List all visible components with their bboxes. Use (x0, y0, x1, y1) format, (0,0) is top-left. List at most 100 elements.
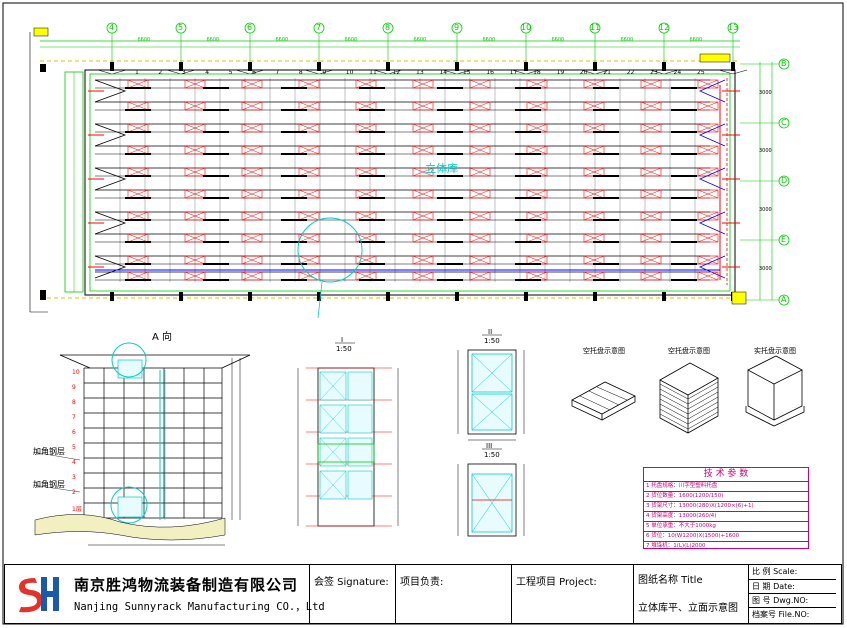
grid-col-label: 13 (728, 23, 739, 32)
rack-module-x (412, 167, 434, 177)
column-post (662, 62, 666, 71)
rack-module (412, 189, 434, 199)
rack-module-x (241, 167, 263, 177)
spec-row: 1 托盘规格：川字型塑料托盘 (646, 483, 718, 489)
rack-module (241, 101, 263, 111)
rack-module-x (697, 233, 719, 243)
bay-number: 5 (228, 69, 233, 76)
pallet-layer (659, 396, 719, 415)
rack-module-x (526, 255, 548, 265)
rack-module-x (241, 79, 263, 89)
rack-module-x (583, 79, 605, 89)
company-logo (19, 577, 59, 613)
rack-module-x (355, 123, 377, 133)
rack-module-x (640, 233, 662, 243)
bay-number: 11 (369, 69, 377, 76)
rack-module-x (298, 233, 320, 243)
spec-title: 技 术 参 数 (644, 468, 808, 482)
rack-module (640, 79, 662, 89)
rack-module-x (298, 101, 320, 111)
detail-x (319, 371, 347, 401)
top-dim: 6600 (275, 37, 289, 43)
rack-module-x (526, 145, 548, 155)
rack-module-x (412, 211, 434, 221)
rack-module (298, 167, 320, 177)
rack-module-x (298, 189, 320, 199)
rack-module-x (640, 79, 662, 89)
detail-box (117, 359, 143, 379)
spec-row: 2 货位数量：1600(1200/150) (646, 493, 724, 499)
bay-number: 8 (298, 69, 303, 76)
pallet-layer (659, 401, 719, 420)
detail-x (319, 437, 347, 467)
rack-module-x (355, 145, 377, 155)
detail2-title: II (488, 328, 493, 336)
dwg-no-row: 图 号 Dwg.NO: (748, 593, 836, 607)
rack-module (298, 271, 320, 281)
rack-module (241, 189, 263, 199)
rack-module (298, 233, 320, 243)
column-post (455, 292, 459, 301)
bay-number: 16 (486, 69, 494, 76)
rack-module-x (127, 233, 149, 243)
detail-1 (297, 342, 399, 527)
rack-module-x (241, 101, 263, 111)
rack-module-x (583, 145, 605, 155)
rack-module (640, 145, 662, 155)
project-lead-label: 项目负责: (400, 577, 444, 588)
rack-module-x (412, 101, 434, 111)
top-dim: 6600 (344, 37, 358, 43)
scale-row: 比 例 Scale: (748, 565, 836, 579)
pallet-loaded (745, 355, 805, 427)
rack-module (697, 255, 719, 265)
rack-module (640, 233, 662, 243)
pallet2-title: 空托盘示意图 (668, 347, 710, 355)
detail-x (319, 404, 347, 434)
aisle-chevron (94, 167, 127, 191)
rack-module-x (241, 211, 263, 221)
rack-module-x (640, 189, 662, 199)
detail-box (117, 496, 143, 518)
rack-module-x (583, 123, 605, 133)
aisle-chevron (699, 255, 726, 279)
grid-row-label: D (781, 176, 788, 185)
rack-module-x (298, 211, 320, 221)
side-dim: 3000 (759, 148, 772, 154)
column-post (731, 62, 735, 71)
pallet-empty-2 (659, 362, 719, 434)
rack-module (640, 271, 662, 281)
bay-number: 2 (158, 69, 163, 76)
detail-x (319, 470, 347, 500)
spec-row: 6 货位：10(W1200)X(1500)+1600 (646, 533, 740, 539)
rack-module-x (298, 167, 320, 177)
column-post (662, 292, 666, 301)
level-label: 8 (72, 399, 76, 406)
rack-module (241, 255, 263, 265)
rack-module-x (583, 101, 605, 111)
rack-module (697, 79, 719, 89)
rack-module-x (412, 255, 434, 265)
rack-module (697, 101, 719, 111)
level-label: 1层 (72, 506, 82, 513)
rack-module (697, 189, 719, 199)
detail-cell (347, 437, 373, 467)
rack-module-x (697, 145, 719, 155)
rack-module-x (697, 79, 719, 89)
rack-module-x (526, 271, 548, 281)
pallet-layer (659, 386, 719, 405)
signature-label: 会签 Signature: (314, 577, 389, 588)
column-post (524, 292, 528, 301)
column-post (248, 62, 252, 71)
rack-module-x (412, 189, 434, 199)
rack-module-x (697, 255, 719, 265)
detail2-scale: 1:50 (484, 337, 500, 345)
rack-module (640, 123, 662, 133)
rack-module (412, 79, 434, 89)
bay-number: 10 (345, 69, 354, 76)
grid-col-label: 6 (247, 23, 253, 32)
rack-module-x (355, 189, 377, 199)
detail1-title: I (341, 336, 344, 344)
column-post (593, 292, 597, 301)
bay-number: 20 (579, 69, 588, 76)
